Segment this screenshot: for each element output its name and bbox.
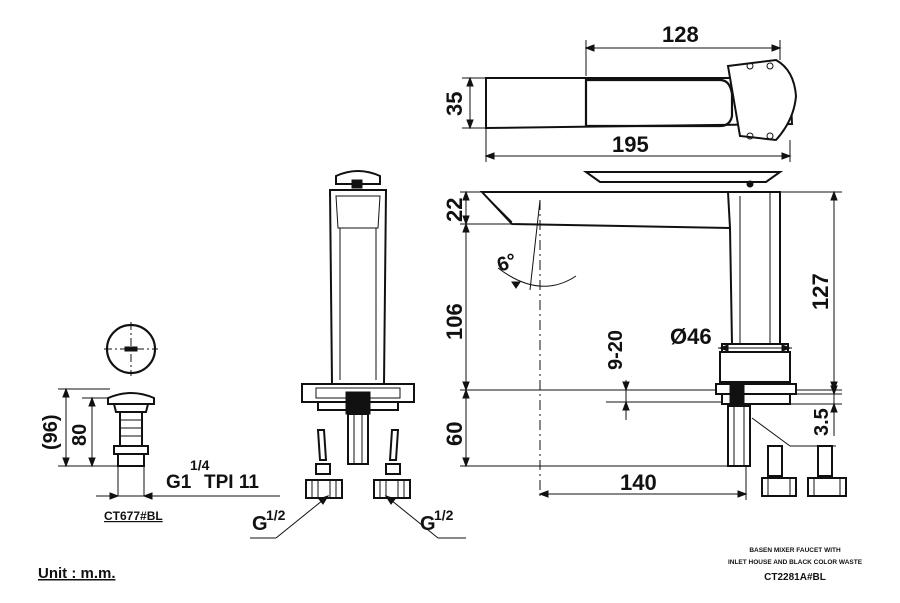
product-code: CT2281A#BL: [764, 572, 826, 583]
product-line-2: INLET HOUSE AND BLACK COLOR WASTE: [728, 559, 863, 566]
faucet-top-view: [462, 40, 798, 162]
waste-label: CT677#BL: [104, 509, 163, 523]
dim-top-width: 128: [662, 22, 699, 47]
dim-spout-height: 22: [442, 198, 467, 222]
waste-plug-drawing: [58, 322, 280, 500]
dim-top-overall: 195: [612, 132, 649, 157]
dim-waste-total: (96): [40, 414, 62, 450]
faucet-side-view: [460, 171, 847, 500]
waste-thread-fraction: 1/4: [190, 457, 210, 473]
dim-base-dia: Ø46: [670, 324, 712, 349]
hose-thread-left-fraction: 1/2: [266, 507, 286, 523]
waste-thread-rest: TPI 11: [204, 472, 259, 493]
product-line-1: BASEN MIXER FAUCET WITH: [749, 547, 841, 554]
hose-thread-right-fraction: 1/2: [434, 507, 454, 523]
hose-thread-left-main: G: [252, 513, 268, 535]
dim-waste-body: 80: [69, 424, 91, 446]
dim-reach: 140: [620, 470, 657, 495]
hose-thread-right-main: G: [420, 513, 436, 535]
waste-thread-main: G1: [166, 472, 192, 493]
dim-spout-body: 106: [442, 303, 467, 340]
dim-angle: 6°: [494, 249, 519, 276]
dim-top-height: 35: [442, 92, 467, 116]
unit-label: Unit : m.m.: [38, 565, 116, 582]
dim-offset: 3.5: [811, 408, 833, 436]
dim-deck-range: 9-20: [605, 330, 627, 370]
dim-below-deck: 60: [442, 422, 467, 446]
dim-total-height: 127: [808, 273, 833, 310]
faucet-front-view: [250, 170, 466, 539]
